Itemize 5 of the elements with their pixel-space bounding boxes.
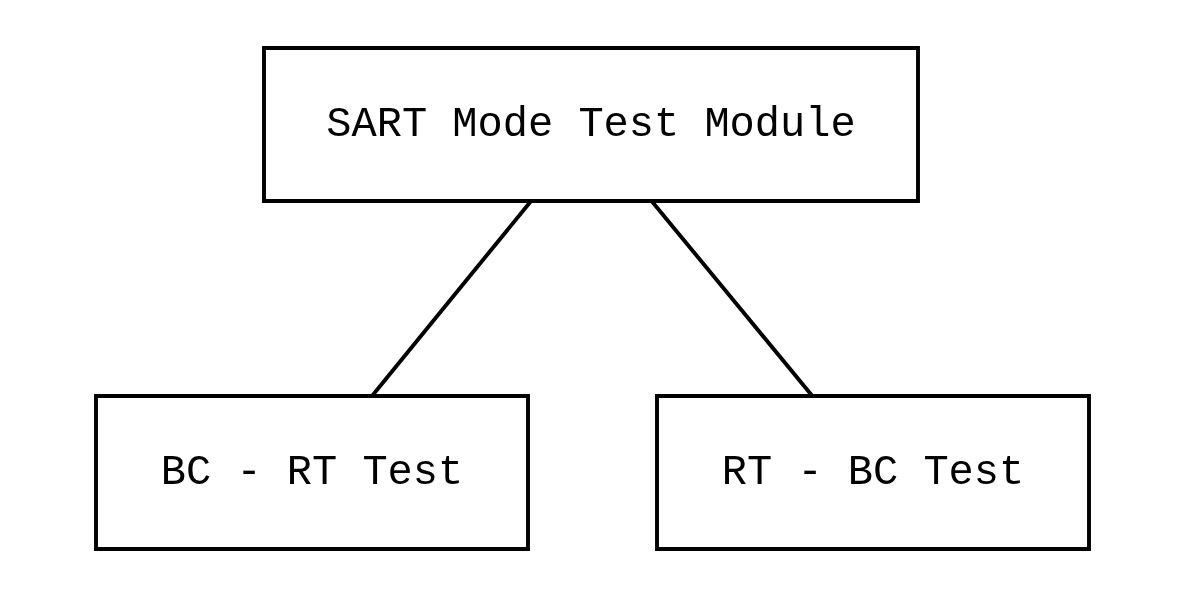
node-box: SART Mode Test Module xyxy=(262,46,920,203)
connector xyxy=(650,200,814,397)
node-box: BC - RT Test xyxy=(94,394,530,551)
connector xyxy=(370,200,532,397)
node-box: RT - BC Test xyxy=(655,394,1091,551)
